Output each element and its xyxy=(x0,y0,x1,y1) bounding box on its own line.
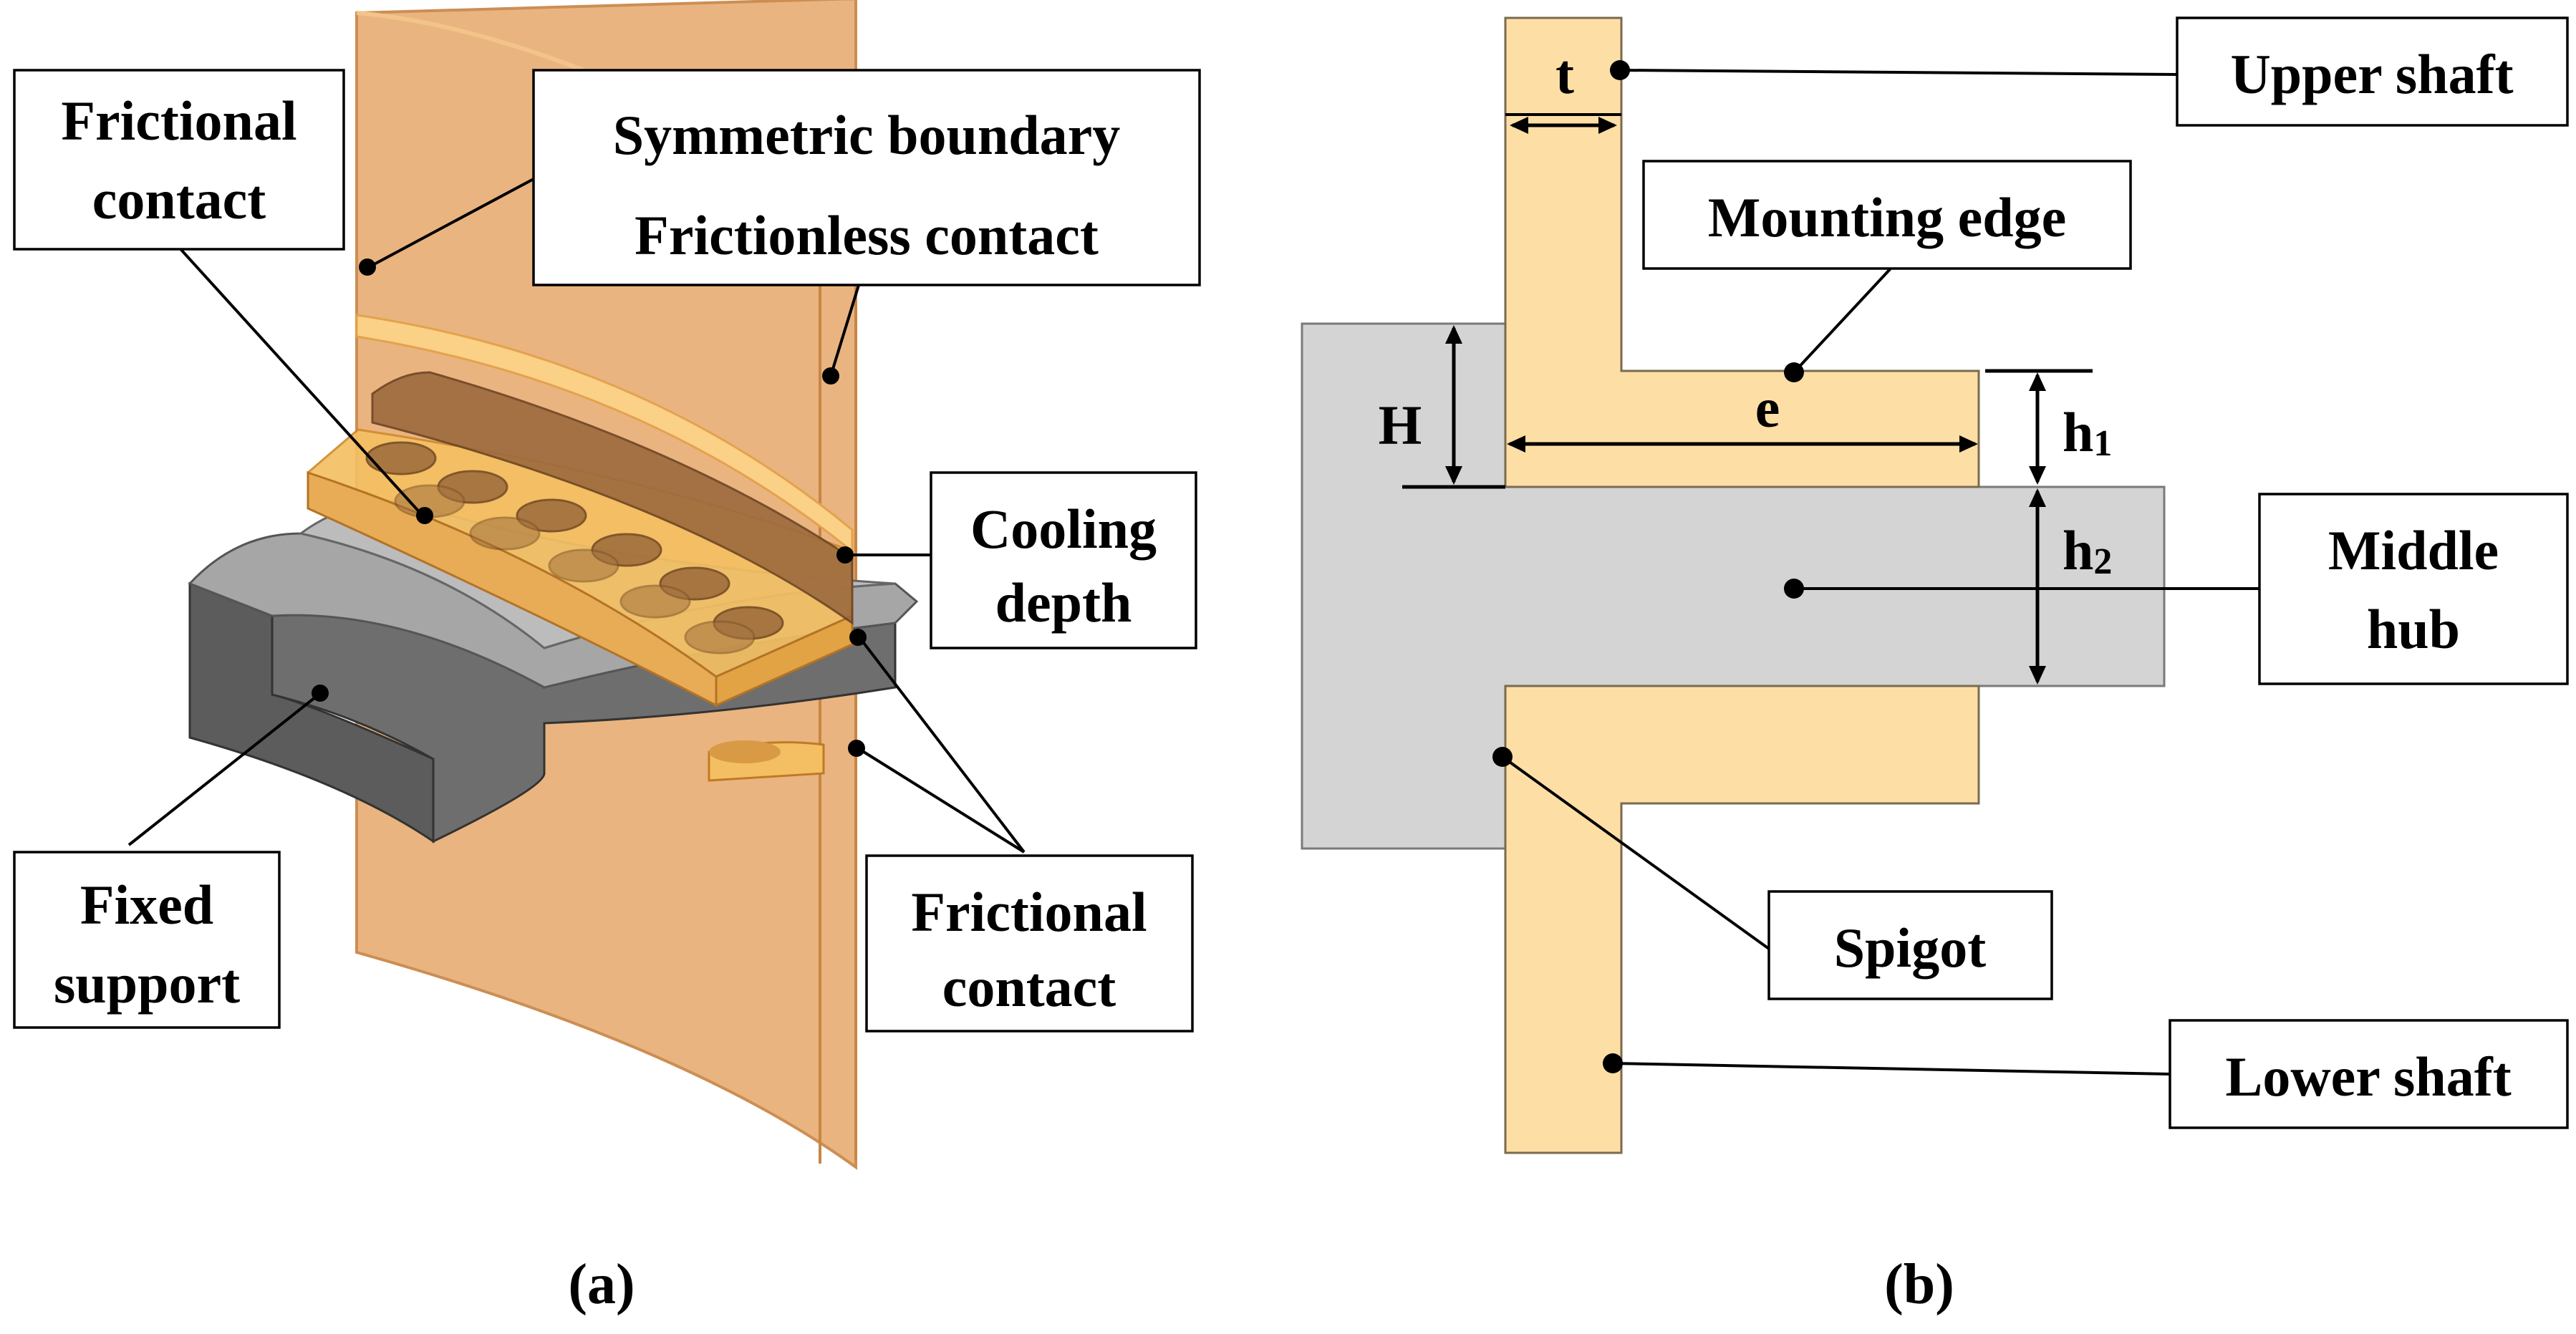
panel-b-section xyxy=(1301,16,2166,1154)
dim-h2: h2 xyxy=(2063,519,2112,582)
svg-text:support: support xyxy=(54,952,240,1015)
leader-dot-frictional-bottom-1 xyxy=(849,629,867,646)
leader-dot-frictionless xyxy=(822,367,839,385)
label-lower-shaft: Lower shaft xyxy=(2169,1019,2569,1129)
lower-spigot-top xyxy=(709,740,781,763)
label-frictional-contact-bottom: Frictional contact xyxy=(865,854,1194,1033)
svg-text:Fixed: Fixed xyxy=(80,874,213,936)
svg-text:Spigot: Spigot xyxy=(1834,917,1986,979)
leader-dot-middle-hub xyxy=(1784,579,1804,599)
svg-text:Frictional: Frictional xyxy=(61,90,296,152)
leader-dot-frictional-bottom-2 xyxy=(848,740,865,757)
panel-a-leaders xyxy=(127,178,1026,854)
label-spigot: Spigot xyxy=(1767,890,2053,1000)
dim-H: H xyxy=(1379,394,1422,456)
svg-text:Mounting edge: Mounting edge xyxy=(1708,186,2067,248)
svg-text:depth: depth xyxy=(995,571,1132,634)
svg-text:Cooling: Cooling xyxy=(970,498,1157,560)
panel-b-leaders xyxy=(1492,60,2259,1076)
caption-a: (a) xyxy=(568,1253,635,1316)
caption-b: (b) xyxy=(1884,1253,1954,1316)
dim-e: e xyxy=(1755,377,1780,439)
svg-text:contact: contact xyxy=(942,956,1116,1018)
leader-dot-fixed xyxy=(312,685,329,702)
label-frictional-contact-top: Frictional contact xyxy=(13,69,345,251)
label-mounting-edge: Mounting edge xyxy=(1642,160,2132,270)
label-symmetric-frictionless: Symmetric boundary Frictionless contact xyxy=(532,69,1201,286)
svg-text:Upper shaft: Upper shaft xyxy=(2230,43,2513,105)
cooling-holes xyxy=(365,441,784,654)
dim-h1: h1 xyxy=(2063,401,2112,464)
upper-shaft-flange xyxy=(371,371,854,625)
leader-dot-lower-shaft xyxy=(1603,1053,1623,1073)
svg-text:Symmetric boundary: Symmetric boundary xyxy=(613,104,1120,166)
leader-dot-symmetric xyxy=(359,258,376,276)
leader-dot-frictional-top xyxy=(416,507,433,524)
dim-t: t xyxy=(1555,43,1574,105)
label-fixed-support: Fixed support xyxy=(13,851,281,1029)
leader-dot-spigot xyxy=(1492,747,1513,767)
panel-a-model xyxy=(188,0,919,1170)
shaft-slab-top-edge xyxy=(356,11,589,74)
hub-disk-front xyxy=(307,470,718,707)
svg-text:Frictional: Frictional xyxy=(911,881,1147,943)
panel-b-dimensions: t H e h1 h2 xyxy=(1379,43,2112,685)
leader-dot-mounting-edge xyxy=(1784,362,1804,382)
svg-text:hub: hub xyxy=(2367,598,2460,660)
label-upper-shaft: Upper shaft xyxy=(2176,16,2569,127)
label-middle-hub: Middle hub xyxy=(2258,493,2569,685)
lower-shaft xyxy=(1504,685,1980,1154)
leader-dot-cooling xyxy=(836,546,854,564)
svg-text:Middle: Middle xyxy=(2328,519,2499,581)
svg-text:Lower shaft: Lower shaft xyxy=(2225,1045,2511,1108)
svg-text:contact: contact xyxy=(92,168,266,231)
label-cooling-depth: Cooling depth xyxy=(930,471,1197,649)
leader-dot-upper-shaft xyxy=(1610,60,1630,80)
svg-text:Frictionless contact: Frictionless contact xyxy=(635,204,1099,266)
